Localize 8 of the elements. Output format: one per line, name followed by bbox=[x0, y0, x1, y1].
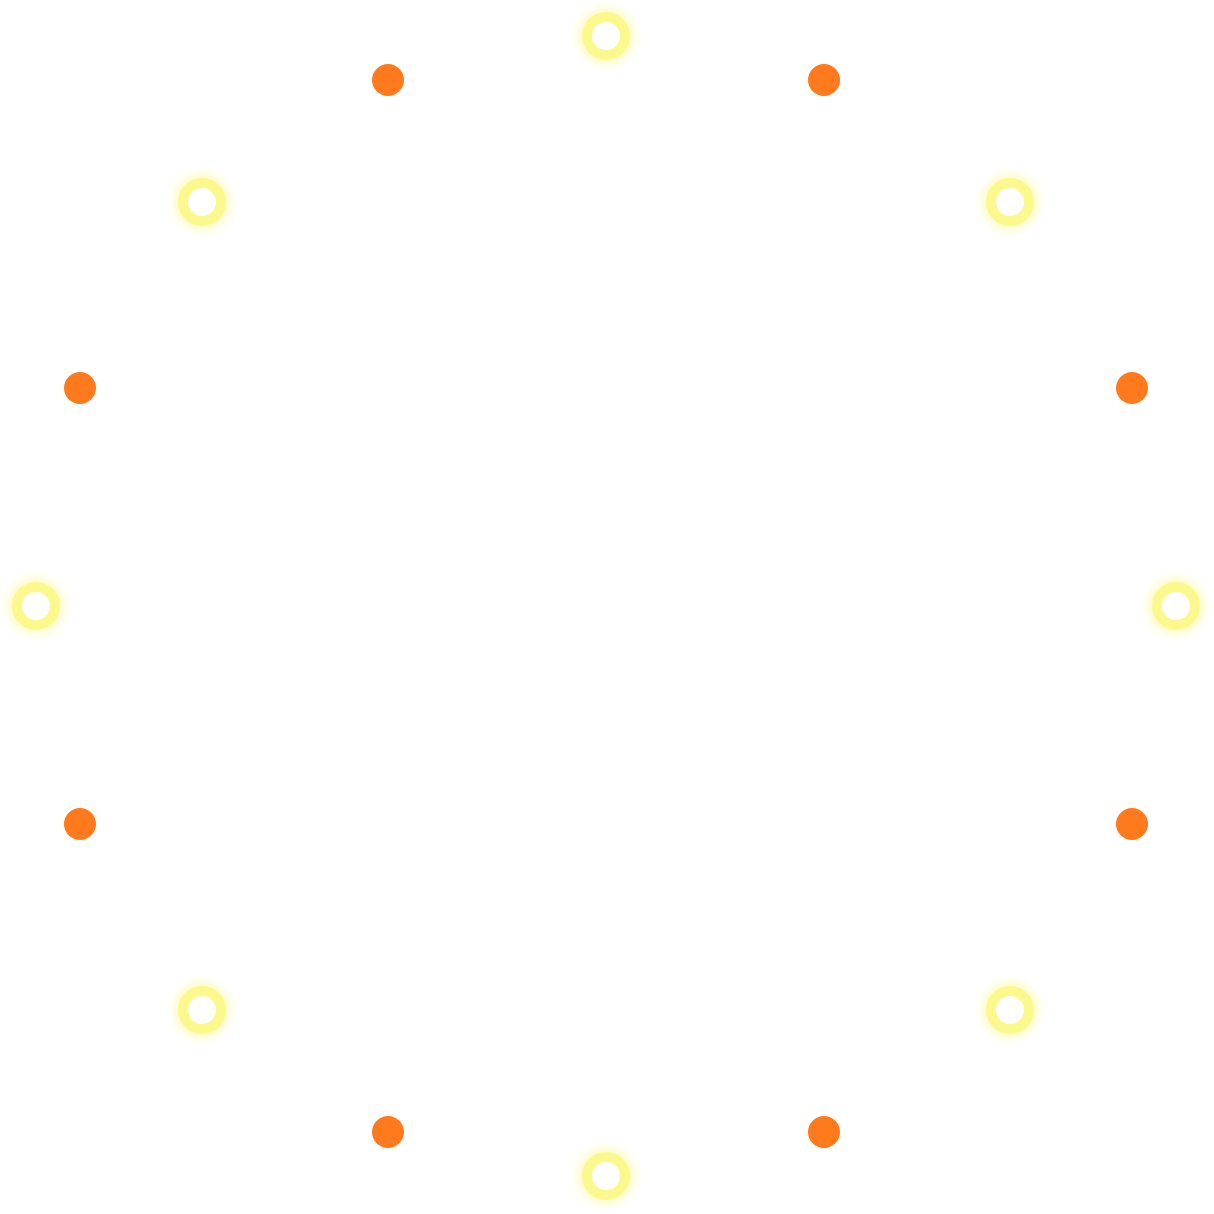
ring-marker bbox=[582, 1152, 630, 1200]
ring-marker bbox=[985, 178, 1034, 227]
ring-marker bbox=[582, 12, 630, 60]
ring-marker bbox=[985, 985, 1034, 1034]
ring-marker bbox=[1152, 582, 1200, 630]
ring-marker bbox=[178, 178, 227, 227]
ring-marker bbox=[178, 985, 227, 1034]
ring-marker bbox=[12, 582, 60, 630]
